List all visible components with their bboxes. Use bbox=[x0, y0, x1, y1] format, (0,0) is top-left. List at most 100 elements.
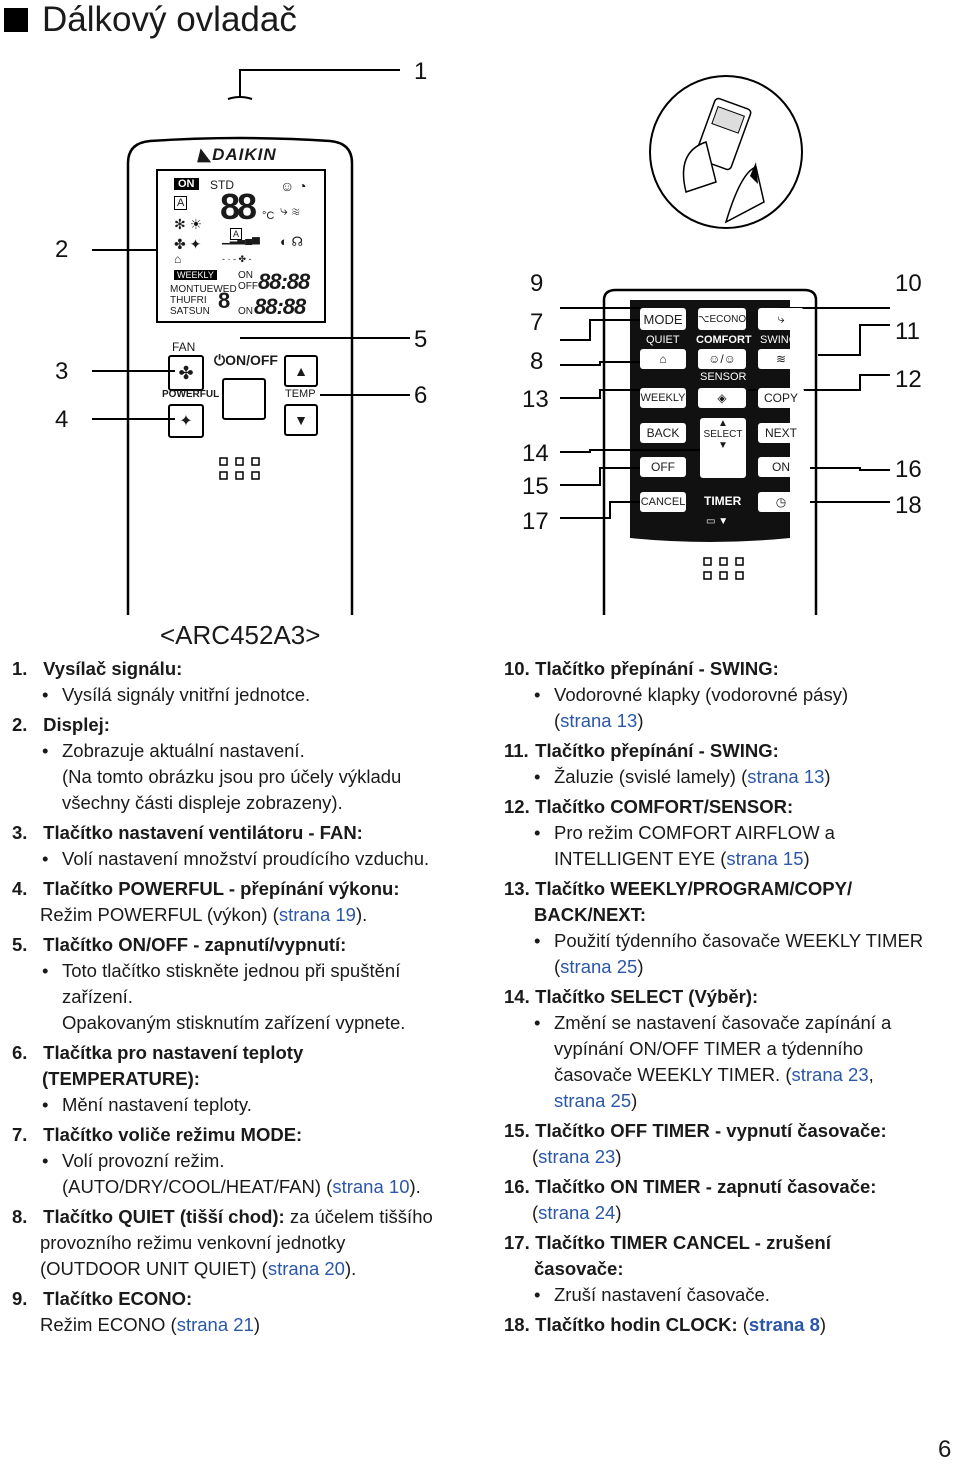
off-timer-button[interactable]: OFF bbox=[640, 457, 686, 477]
quiet-house-icon: ⌂ bbox=[659, 352, 667, 366]
onoff-button[interactable] bbox=[222, 378, 266, 420]
program-icon: ◈ bbox=[717, 391, 727, 405]
item-heading-line2: (TEMPERATURE): bbox=[42, 1068, 200, 1089]
display-time-2: 88:88 bbox=[254, 294, 306, 319]
line-after: ). bbox=[344, 1258, 357, 1279]
item-heading: 12. Tlačítko COMFORT/SENSOR: bbox=[504, 794, 954, 820]
display-time-1: 88:88 bbox=[258, 269, 310, 294]
powerful-button[interactable]: ✦ bbox=[168, 404, 204, 438]
description-item: 5. Tlačítko ON/OFF - zapnutí/vypnutí:Tot… bbox=[12, 932, 472, 1036]
display-temp-digits: 88 bbox=[220, 186, 257, 227]
item-heading: 18. Tlačítko hodin CLOCK: (strana 8) bbox=[504, 1312, 954, 1338]
text-line: INTELLIGENT EYE (strana 15) bbox=[532, 846, 954, 872]
line-after: ) bbox=[615, 1202, 622, 1223]
item-heading: 17. Tlačítko TIMER CANCEL - zrušení bbox=[504, 1230, 954, 1256]
powerful-icon: ✦ bbox=[179, 413, 193, 430]
line-text: INTELLIGENT EYE ( bbox=[554, 848, 727, 869]
text-line: časovače WEEKLY TIMER. (strana 23, bbox=[532, 1062, 954, 1088]
temp-up-button[interactable]: ▲ bbox=[284, 355, 318, 387]
callout-8: 8 bbox=[530, 348, 544, 375]
swing-vertical-button[interactable]: ⤷ bbox=[758, 308, 804, 330]
logo-triangle-icon: ◣ bbox=[198, 145, 213, 164]
on-timer-button[interactable]: ON bbox=[758, 457, 804, 477]
callout-1: 1 bbox=[414, 58, 428, 85]
power-icon: ⏻ bbox=[214, 352, 226, 368]
page-reference-link: strana 20 bbox=[267, 1258, 345, 1279]
item-heading-text: Tlačítko TIMER CANCEL - zrušení bbox=[535, 1232, 831, 1253]
line-text: (Na tomto obrázku jsou pro účely výkladu bbox=[62, 766, 402, 787]
line-text: Mění nastavení teploty. bbox=[62, 1094, 252, 1115]
item-heading: 5. Tlačítko ON/OFF - zapnutí/vypnutí: bbox=[12, 932, 472, 958]
item-heading: 13. Tlačítko WEEKLY/PROGRAM/COPY/ bbox=[504, 876, 954, 902]
callout-4: 4 bbox=[55, 406, 69, 433]
item-number: 3. bbox=[12, 822, 28, 843]
quiet-button[interactable]: ⌂ bbox=[640, 349, 686, 369]
item-number: 10. bbox=[504, 658, 530, 679]
temp-down-button[interactable]: ▼ bbox=[284, 404, 318, 436]
item-heading: 16. Tlačítko ON TIMER - zapnutí časovače… bbox=[504, 1174, 954, 1200]
page-reference-link: strana 19 bbox=[278, 904, 356, 925]
item-number: 13. bbox=[504, 878, 530, 899]
item-heading-text: Tlačítko hodin CLOCK: bbox=[535, 1314, 738, 1335]
description-item: 16. Tlačítko ON TIMER - zapnutí časovače… bbox=[504, 1174, 954, 1226]
callout-3: 3 bbox=[55, 358, 69, 385]
page-title-text: Dálkový ovladač bbox=[42, 0, 297, 39]
line-text: vypínání ON/OFF TIMER a týdenního bbox=[554, 1038, 864, 1059]
sensor-label: SENSOR bbox=[700, 371, 747, 383]
display-dots: - · - ✤ - bbox=[222, 254, 252, 264]
page-title: Dálkový ovladač bbox=[0, 0, 297, 40]
econo-label: ECONO bbox=[709, 313, 747, 325]
item-heading-text: Tlačítko POWERFUL - přepínání výkonu: bbox=[43, 878, 400, 899]
select-button[interactable]: ▲ SELECT ▼ bbox=[700, 418, 746, 478]
item-heading: 2. Displej: bbox=[12, 712, 472, 738]
powerful-label: POWERFUL bbox=[162, 389, 220, 400]
page-reference-link: strana 23 bbox=[538, 1146, 616, 1167]
display-days-3: SATSUN bbox=[170, 306, 210, 317]
swing-label: SWING bbox=[760, 334, 798, 346]
item-heading-text: Tlačítka pro nastavení teploty bbox=[43, 1042, 304, 1063]
display-days-1: MONTUEWED bbox=[170, 284, 237, 295]
callout-5: 5 bbox=[414, 326, 428, 353]
title-square-icon bbox=[4, 8, 28, 32]
weekly-button[interactable]: WEEKLY bbox=[640, 388, 686, 408]
econo-button[interactable]: ⌥ECONO bbox=[698, 308, 746, 330]
timer-cancel-button[interactable]: CANCEL bbox=[640, 492, 686, 512]
clock-button[interactable]: ◷ bbox=[758, 492, 804, 512]
item-heading-text: Displej: bbox=[43, 714, 110, 735]
description-item: 1. Vysílač signálu:Vysílá signály vnitřn… bbox=[12, 656, 472, 708]
comfort-label: COMFORT bbox=[696, 334, 752, 346]
copy-button[interactable]: COPY bbox=[758, 388, 804, 408]
page-reference-link: strana 25 bbox=[554, 1090, 632, 1111]
item-heading-text: Tlačítko nastavení ventilátoru - FAN: bbox=[43, 822, 363, 843]
text-line: (OUTDOOR UNIT QUIET) (strana 20). bbox=[40, 1256, 472, 1282]
display-on-indicator: ON bbox=[174, 178, 199, 190]
line-text: ( bbox=[532, 1146, 539, 1167]
select-label: SELECT bbox=[703, 429, 743, 440]
temp-label: TEMP bbox=[285, 388, 316, 400]
text-line: (strana 13) bbox=[532, 708, 954, 734]
text-line: (Na tomto obrázku jsou pro účely výkladu bbox=[40, 764, 472, 790]
bullet-line: Zobrazuje aktuální nastavení. bbox=[40, 738, 472, 764]
mode-button[interactable]: MODE bbox=[640, 308, 686, 330]
brand-text: DAIKIN bbox=[212, 145, 277, 164]
back-button[interactable]: BACK bbox=[640, 423, 686, 443]
line-text: Režim ECONO ( bbox=[40, 1314, 177, 1335]
item-number: 16. bbox=[504, 1176, 530, 1197]
callout-7: 7 bbox=[530, 309, 544, 336]
line-text: Použití týdenního časovače WEEKLY TIMER bbox=[554, 930, 924, 951]
item-heading-text: Tlačítko WEEKLY/PROGRAM/COPY/ bbox=[535, 878, 853, 899]
item-heading: 8. Tlačítko QUIET (tišší chod): za účele… bbox=[12, 1204, 472, 1230]
comfort-sensor-button[interactable]: ☺/☺ bbox=[698, 349, 746, 369]
text-line: (AUTO/DRY/COOL/HEAT/FAN) (strana 10). bbox=[40, 1174, 472, 1200]
item-number: 8. bbox=[12, 1206, 28, 1227]
next-button[interactable]: NEXT bbox=[758, 423, 804, 443]
swing-horizontal-button[interactable]: ≋ bbox=[758, 349, 804, 369]
fan-button[interactable]: ✤ bbox=[168, 355, 204, 391]
program-button[interactable]: ◈ bbox=[698, 388, 746, 408]
item-heading: 3. Tlačítko nastavení ventilátoru - FAN: bbox=[12, 820, 472, 846]
callout-12: 12 bbox=[895, 366, 922, 393]
lcd-display: ON STD A 88 °C ☺ ◔ ✻ ☀ ✤ ✦ ▁▂▃▄▅ A ⤷ ≋ ◐… bbox=[160, 172, 322, 320]
line-text: Vysílá signály vnitřní jednotce. bbox=[62, 684, 311, 705]
bullet-line: Volí provozní režim. bbox=[40, 1148, 472, 1174]
item-heading: 6. Tlačítka pro nastavení teploty bbox=[12, 1040, 472, 1066]
